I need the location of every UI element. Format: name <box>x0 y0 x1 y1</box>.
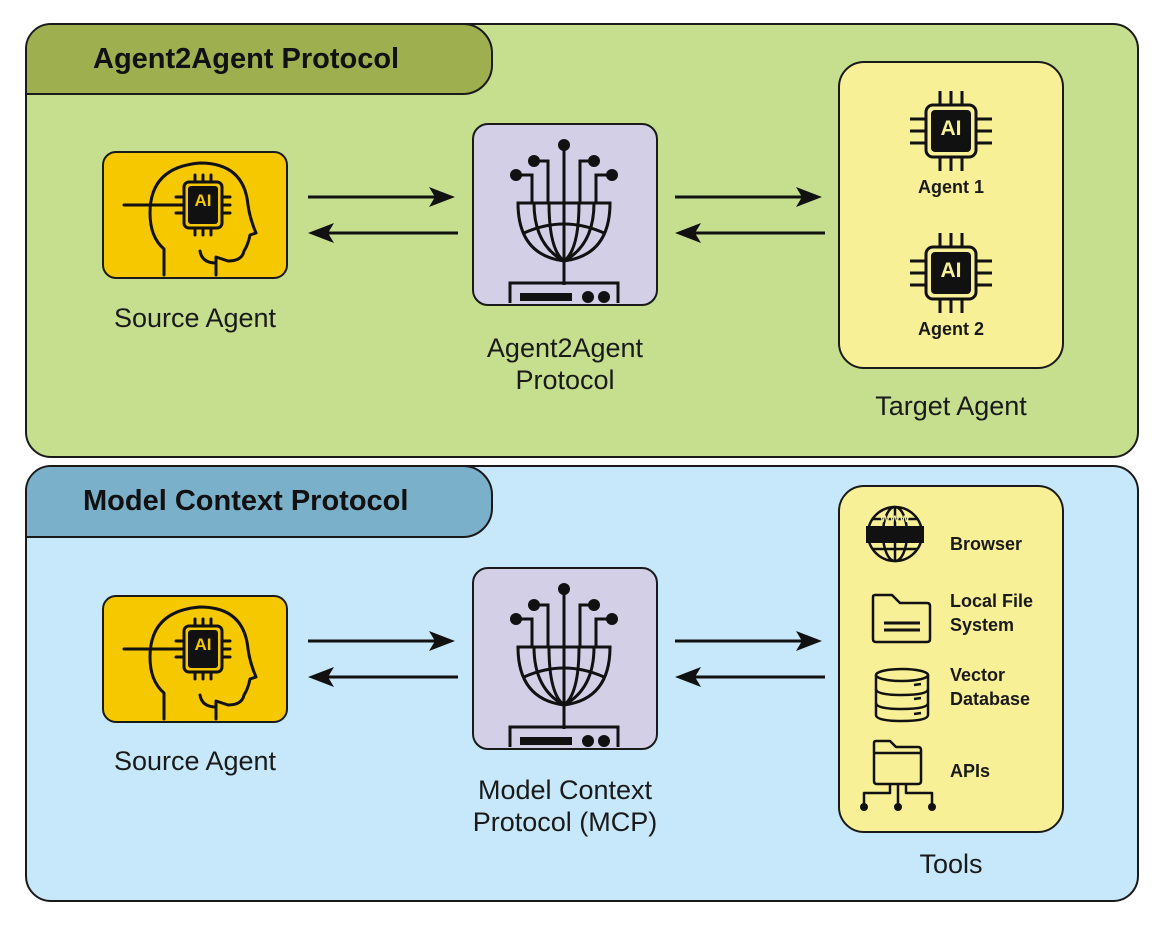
mcp-source-agent-label: Source Agent <box>113 746 277 776</box>
mcp-source-agent-box: AI <box>102 595 288 723</box>
chip-text: AI <box>194 635 212 654</box>
tool-label-line1: Vector <box>950 665 1006 685</box>
agent-1-label: Agent 1 <box>917 177 984 197</box>
arrow-left-icon <box>308 667 334 687</box>
ai-head-icon <box>122 605 258 721</box>
tool-label-vector-database: Vector Database <box>950 663 1030 711</box>
arrow-left-icon <box>675 667 701 687</box>
ai-chip-icon <box>910 91 992 171</box>
a2a-source-agent-box: AI <box>102 151 288 279</box>
mcp-protocol-box <box>472 567 658 750</box>
ai-chip-icon <box>910 233 992 313</box>
tool-label-line2: System <box>950 615 1015 635</box>
a2a-source-agent-label: Source Agent <box>113 303 277 333</box>
tool-label-local-file-system: Local File System <box>950 589 1033 637</box>
mcp-tools-box: www Browser Local File System <box>838 485 1064 833</box>
a2a-protocol-label-line2: Protocol <box>515 365 615 395</box>
agent-1-chip-text: AI <box>940 117 962 140</box>
mcp-protocol-label-line2: Protocol (MCP) <box>472 807 658 837</box>
mcp-bidirectional-arrows-left <box>308 631 458 687</box>
mcp-bidirectional-arrows-right <box>675 631 825 687</box>
mcp-panel-title: Model Context Protocol <box>27 467 493 538</box>
tool-label-line2: Database <box>950 689 1031 709</box>
a2a-bidirectional-arrows-right <box>675 187 825 243</box>
agent-2-chip-text: AI <box>940 259 962 282</box>
chip-text: AI <box>194 191 212 210</box>
a2a-bidirectional-arrows-left <box>308 187 458 243</box>
mcp-protocol-label: Model Context Protocol (MCP) <box>440 774 690 838</box>
arrow-left-icon <box>308 223 334 243</box>
a2a-target-agent-box: AI Agent 1 AI Agent 2 <box>838 61 1064 369</box>
arrow-right-icon <box>796 631 822 651</box>
arrow-left-icon <box>675 223 701 243</box>
a2a-target-agent-label: Target Agent <box>875 391 1027 421</box>
www-badge: www <box>880 511 910 525</box>
mcp-title-text: Model Context Protocol <box>83 485 409 517</box>
mcp-protocol-label-line1: Model Context <box>477 775 653 805</box>
mcp-tools-label: Tools <box>919 849 983 879</box>
agent-2-label: Agent 2 <box>917 319 984 339</box>
network-server-icon <box>508 139 620 303</box>
arrow-right-icon <box>429 631 455 651</box>
a2a-panel-title: Agent2Agent Protocol <box>27 25 493 95</box>
arrow-right-icon <box>429 187 455 207</box>
a2a-protocol-label: Agent2Agent Protocol <box>440 332 690 396</box>
arrow-right-icon <box>796 187 822 207</box>
a2a-title-text: Agent2Agent Protocol <box>93 42 400 75</box>
folder-network-icon <box>860 739 936 811</box>
network-server-icon <box>508 583 620 747</box>
tool-label-apis: APIs <box>950 761 991 781</box>
globe-www-icon <box>866 505 924 563</box>
a2a-protocol-label-line1: Agent2Agent <box>486 333 644 363</box>
a2a-protocol-box <box>472 123 658 306</box>
ai-head-icon <box>122 161 258 277</box>
database-icon <box>874 667 930 723</box>
tool-label-line1: Local File <box>950 591 1034 611</box>
tool-label-browser: Browser <box>950 534 1023 554</box>
folder-icon <box>871 593 932 644</box>
